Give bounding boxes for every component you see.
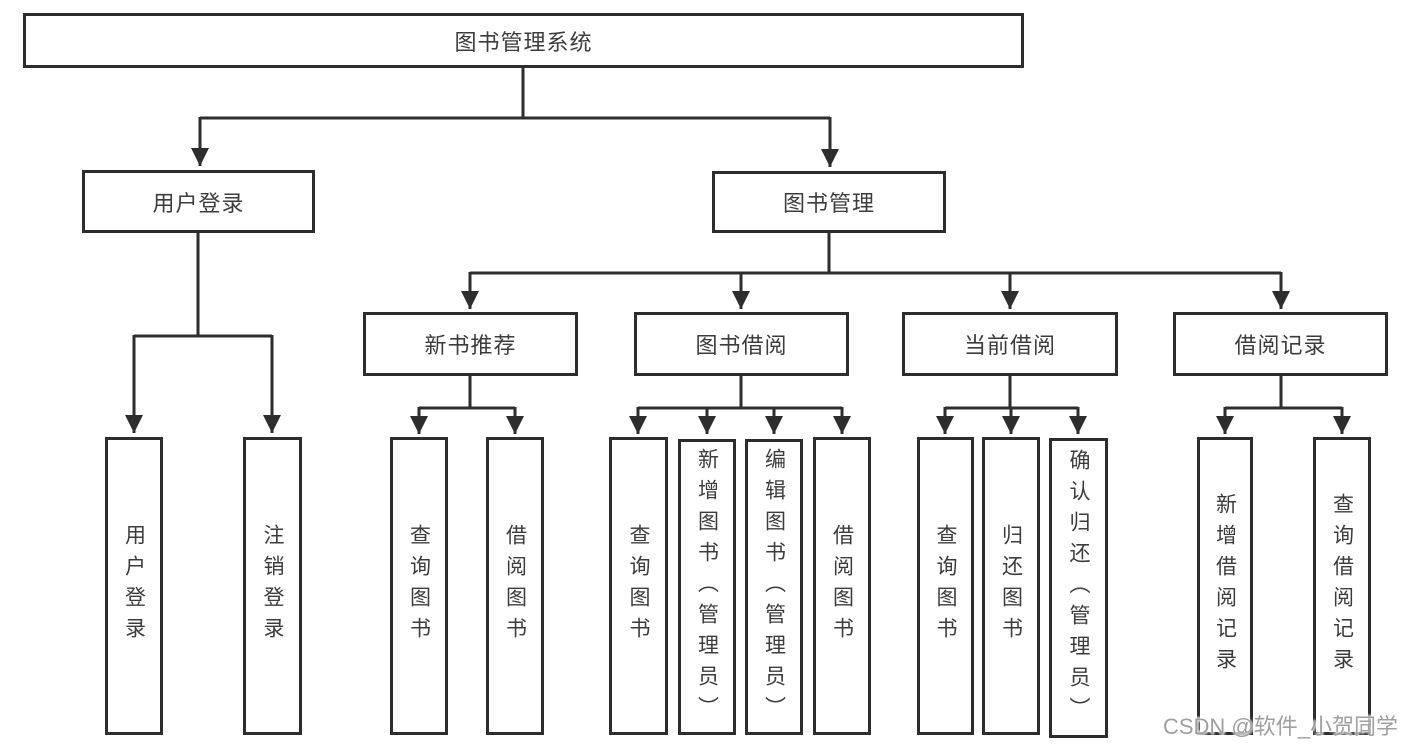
node-br-add-record: 新增借阅记录	[1197, 437, 1253, 735]
node-bb-borrow-books-label: 借阅图书	[830, 524, 854, 648]
node-book-borrow: 图书借阅	[634, 312, 849, 376]
node-nb-query-books: 查询图书	[390, 437, 448, 735]
node-cb-confirm-return-admin: 确认归还（管理员）	[1049, 438, 1108, 738]
node-bb-add-books-admin-label: 新增图书（管理员）	[695, 447, 719, 727]
node-bb-query-books: 查询图书	[609, 437, 668, 735]
node-user-login: 用户登录	[82, 170, 315, 233]
node-book-management-label: 图书管理	[782, 191, 875, 216]
node-nb-borrow-books: 借阅图书	[486, 437, 544, 735]
node-cb-return-books: 归还图书	[982, 437, 1040, 735]
node-new-book-recommend: 新书推荐	[363, 312, 578, 376]
node-root: 图书管理系统	[23, 13, 1024, 68]
node-nb-query-books-label: 查询图书	[407, 524, 431, 648]
node-bb-edit-books-admin: 编辑图书（管理员）	[745, 439, 803, 735]
node-borrow-records-label: 借阅记录	[1234, 333, 1327, 358]
node-user-login-label: 用户登录	[152, 190, 245, 216]
node-bb-borrow-books: 借阅图书	[813, 437, 871, 735]
node-book-borrow-label: 图书借阅	[695, 333, 788, 358]
node-root-label: 图书管理系统	[454, 29, 593, 55]
node-book-management: 图书管理	[712, 171, 946, 233]
node-logout-label: 注销登录	[261, 524, 284, 648]
node-cb-query-books-label: 查询图书	[934, 524, 957, 648]
node-bb-add-books-admin: 新增图书（管理员）	[678, 439, 736, 735]
node-cb-confirm-return-admin-label: 确认归还（管理员）	[1067, 448, 1090, 728]
node-login: 用户登录	[105, 437, 163, 735]
csdn-watermark: CSDN @软件_小贺同学	[1162, 714, 1398, 739]
node-new-book-recommend-label: 新书推荐	[424, 333, 517, 358]
node-current-borrow: 当前借阅	[902, 312, 1118, 376]
node-nb-borrow-books-label: 借阅图书	[503, 524, 527, 648]
node-br-add-record-label: 新增借阅记录	[1213, 493, 1237, 679]
node-login-label: 用户登录	[122, 524, 146, 648]
node-br-query-record-label: 查询借阅记录	[1330, 493, 1354, 679]
node-borrow-records: 借阅记录	[1173, 312, 1388, 376]
node-logout: 注销登录	[243, 437, 302, 735]
node-cb-return-books-label: 归还图书	[999, 524, 1023, 648]
node-bb-edit-books-admin-label: 编辑图书（管理员）	[762, 447, 786, 727]
node-bb-query-books-label: 查询图书	[627, 524, 650, 648]
node-cb-query-books: 查询图书	[917, 437, 974, 735]
node-current-borrow-label: 当前借阅	[963, 333, 1056, 358]
node-br-query-record: 查询借阅记录	[1313, 437, 1371, 735]
